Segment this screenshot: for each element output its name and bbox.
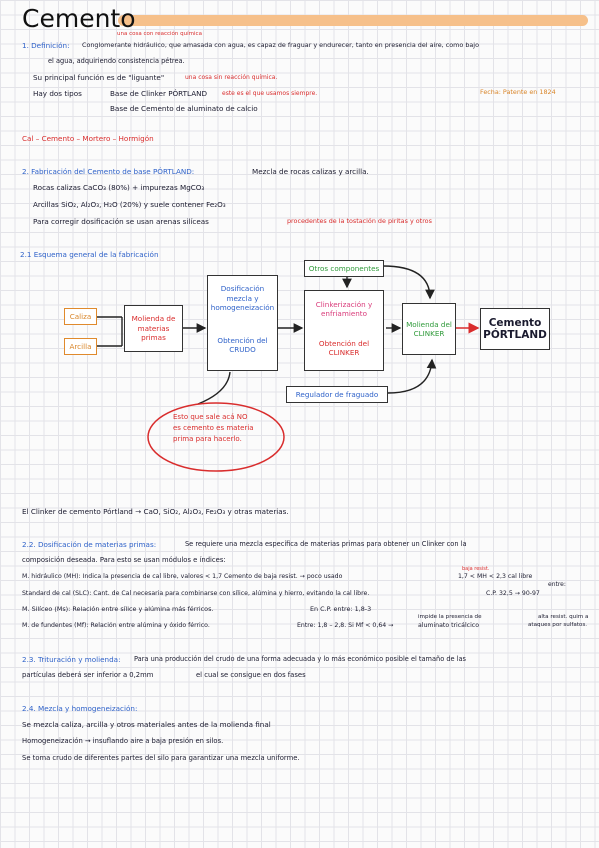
bubble-note: Esto que sale acá NO es cemento es mater… <box>173 413 254 443</box>
box-obtencion-clinker: Obtención del CLINKER <box>304 326 384 371</box>
s22-mf-range: Entre: 1,8 – 2,8. Si Mf < 0,64 → <box>297 622 394 629</box>
s21-num: 2.1 Esquema general de la fabricación <box>20 250 159 259</box>
box-molienda-clinker: Molienda del CLINKER <box>402 303 456 355</box>
box-molienda-mp: Molienda de materias primas <box>124 305 183 352</box>
box-clinkerizacion: Clinkerización y enfriamiento <box>304 290 384 328</box>
clinker-line: El Clinker de cemento Pórtland → CaO, Si… <box>22 507 289 516</box>
s2-line-a: Mezcla de rocas calizas y arcilla. <box>252 167 369 176</box>
s22-mf-note3: alta resist. quim a <box>538 614 589 620</box>
s24-line-a: Se mezcla caliza, arcilla y otros materi… <box>22 720 271 729</box>
s24-line-b: Homogeneización → insuflando aire a baja… <box>22 737 224 745</box>
s2-line-d-note: procedentes de la tostación de piritas y… <box>287 217 432 225</box>
s22-ms: M. Silíceo (Ms): Relación entre sílice y… <box>22 605 214 613</box>
box-otros-componentes: Otros componentes <box>304 260 384 277</box>
s23-num: 2.3. Trituración y molienda: <box>22 655 121 664</box>
s2-num: 2. Fabricación del Cemento de base PÓRTL… <box>22 167 195 176</box>
s1-line-d: Hay dos tipos <box>33 89 82 98</box>
s1-line-a: Conglomerante hidráulico, que amasada co… <box>82 41 479 49</box>
box-regulador-fraguado: Regulador de fraguado <box>286 386 388 403</box>
s22-ms-cp: En C.P. entre: 1,8-3 <box>310 605 372 613</box>
s24-num: 2.4. Mezcla y homogeneización: <box>22 704 138 713</box>
s22-mf-note4: ataques por sulfatos. <box>528 622 588 628</box>
box-cemento-portland: Cemento PÓRTLAND <box>480 308 550 350</box>
s22-mh: M. hidráulico (MH): Indica la presencia … <box>22 573 343 580</box>
s1-patent: Fecha: Patente en 1824 <box>480 88 556 96</box>
s2-line-b: Rocas calizas CaCO₃ (80%) + impurezas Mg… <box>33 183 205 192</box>
s23-line-b: partículas deberá ser inferior a 0,2mm <box>22 671 154 679</box>
s1-type1: Base de Clinker PÓRTLAND <box>110 89 208 98</box>
s22-slc: Standard de cal (SLC): Cant. de Cal nece… <box>22 590 370 597</box>
box-dosificacion: Dosificación mezcla y homogeneización <box>207 275 278 322</box>
title-highlight <box>118 15 588 26</box>
s22-mh-note: baja resist. <box>462 566 490 572</box>
s1-type1-note: este es el que usamos siempre. <box>222 90 318 97</box>
s22-line-b: composición deseada. Para esto se usan m… <box>22 556 226 564</box>
note-top: una cosa con reacción química <box>117 31 202 37</box>
s1-line-c: Su principal función es de "liguante" <box>33 73 165 82</box>
s22-mf: M. de fundentes (Mf): Relación entre alú… <box>22 622 210 629</box>
s22-line-a: Se requiere una mezcla específica de mat… <box>185 540 467 548</box>
s22-num: 2.2. Dosificación de materias primas: <box>22 540 157 549</box>
chain: Cal – Cemento – Mortero – Hormigón <box>22 134 154 143</box>
s2-line-d: Para corregir dosificación se usan arena… <box>33 217 209 226</box>
s23-line-c: el cual se consigue en dos fases <box>196 671 306 679</box>
s22-slc-cp: C.P. 32,5 → 90-97 <box>486 590 540 597</box>
s22-mf-note1: impide la presencia de <box>418 614 482 620</box>
s22-mh-range: 1,7 < MH < 2,3 cal libre <box>458 573 533 580</box>
s24-line-c: Se toma crudo de diferentes partes del s… <box>22 754 300 762</box>
s22-mf-note2: aluminato tricálcico <box>418 622 479 629</box>
s2-line-c: Arcillas SiO₂, Al₂O₃, H₂O (20%) y suele … <box>33 200 226 209</box>
box-crudo: Obtención del CRUDO <box>207 320 278 371</box>
s23-line-a: Para una producción del crudo de una for… <box>134 655 466 663</box>
s1-line-c-note: una cosa sin reacción química. <box>185 74 278 81</box>
s1-num: 1. Definición: <box>22 41 70 50</box>
page-title: Cemento <box>22 4 136 33</box>
s1-line-b: el agua, adquiriendo consistencia pétrea… <box>48 57 185 65</box>
box-caliza: Caliza <box>64 308 97 325</box>
s22-entre: entre: <box>548 581 566 588</box>
s1-type2: Base de Cemento de aluminato de calcio <box>110 104 258 113</box>
box-arcilla: Arcilla <box>64 338 97 355</box>
